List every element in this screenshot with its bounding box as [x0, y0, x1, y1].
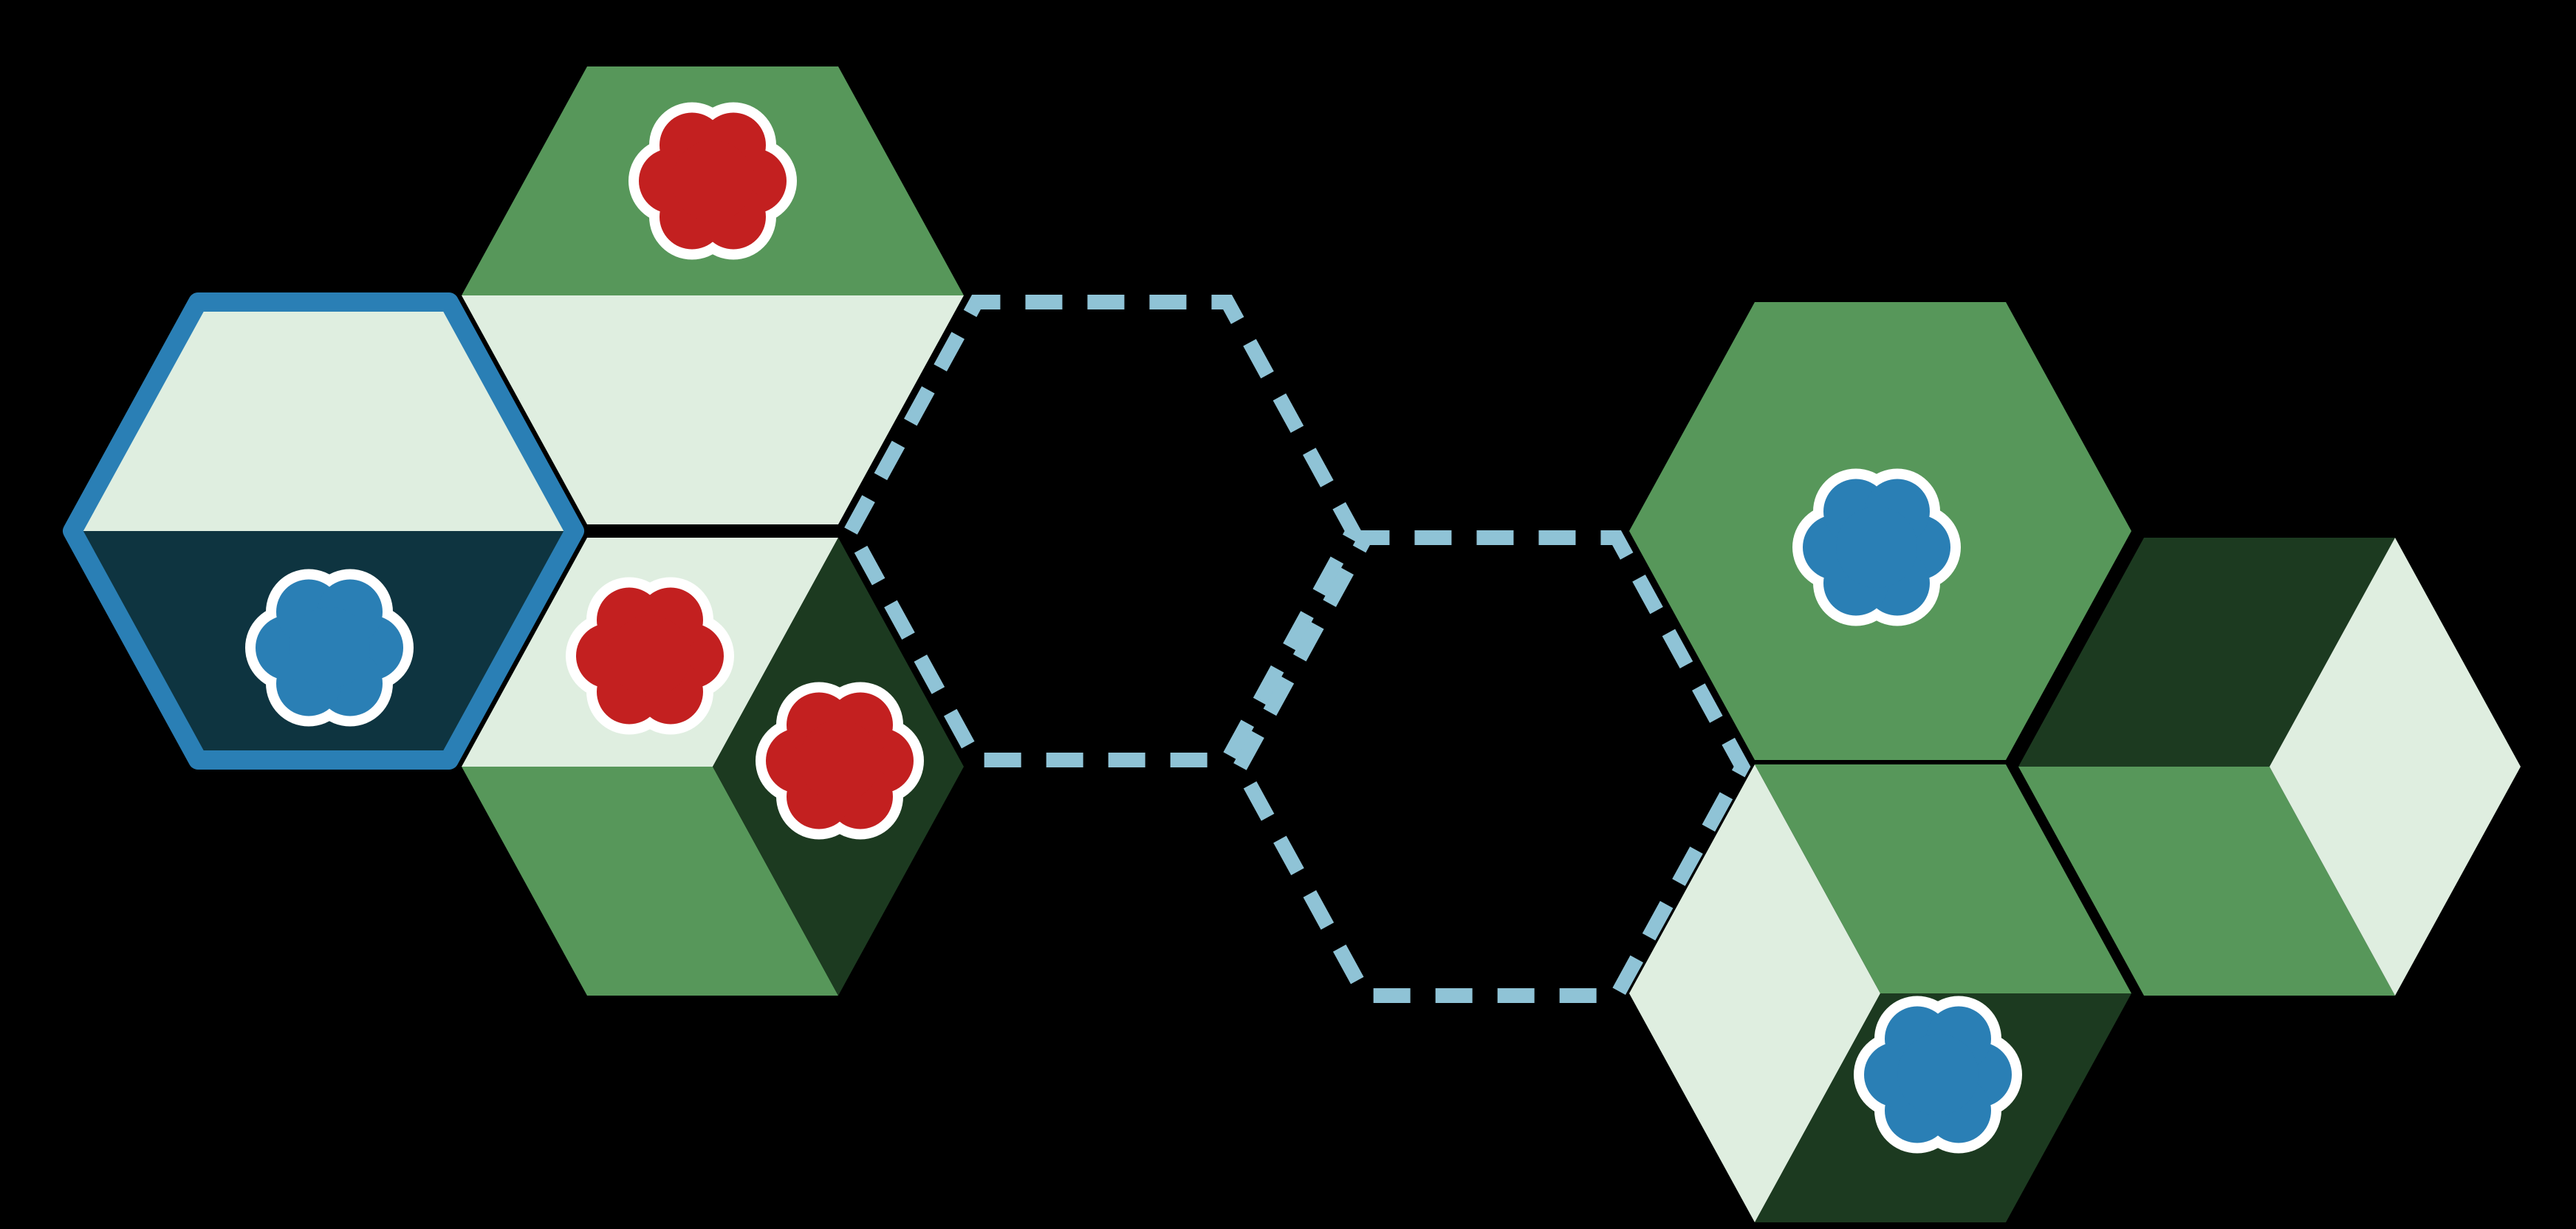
- blue-flower-icon: [245, 569, 414, 727]
- placed-tile-left-selected[interactable]: [63, 292, 584, 770]
- red-flower-icon: [566, 577, 734, 735]
- empty-slot-dashed-outline: [1231, 530, 1751, 1003]
- empty-slot-left[interactable]: [842, 295, 1362, 767]
- red-flower-icon: [628, 102, 797, 260]
- placed-tile-far-right[interactable]: [2018, 538, 2521, 996]
- placed-tile-top[interactable]: [462, 66, 964, 524]
- selected-tile-outline: [63, 292, 584, 770]
- blue-flower-icon: [1854, 996, 2022, 1154]
- placed-tile-right-lower[interactable]: [1629, 764, 2131, 1222]
- tile-region-top-half: [72, 302, 575, 531]
- placed-tile-center[interactable]: [462, 538, 964, 996]
- red-flower-icon: [756, 682, 924, 840]
- empty-slot-right[interactable]: [1231, 530, 1751, 1003]
- tile-region-bottom-half: [462, 295, 964, 524]
- empty-slot-dashed-outline: [842, 295, 1362, 767]
- tile-region-right-rhombus: [2270, 538, 2521, 996]
- placed-tile-right-upper[interactable]: [1629, 302, 2131, 760]
- tile-region-top-right-trap: [1755, 764, 2131, 993]
- blue-flower-icon: [1792, 468, 1961, 626]
